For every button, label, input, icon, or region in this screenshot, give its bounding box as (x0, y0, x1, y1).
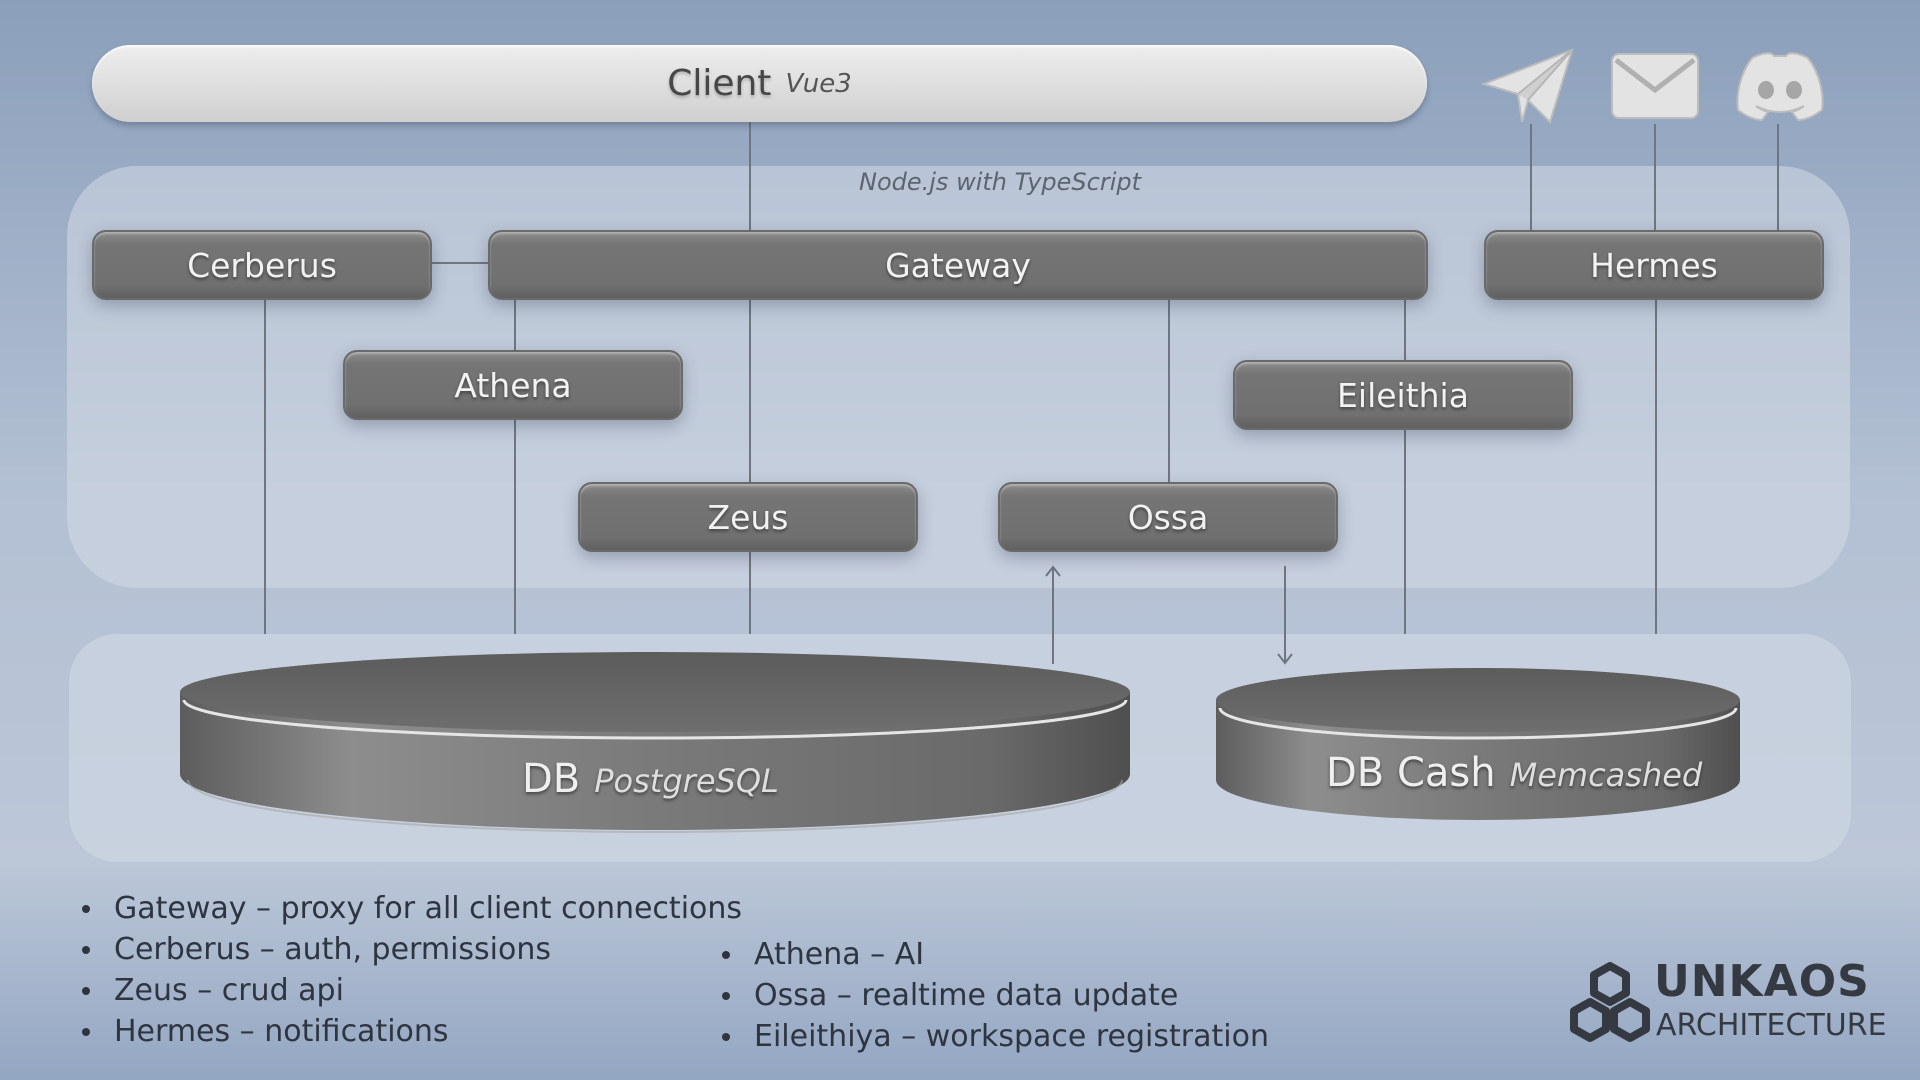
service-cerberus: Cerberus (92, 230, 432, 300)
connector-client-gateway (749, 122, 751, 230)
connector-gateway-ossa (1168, 300, 1170, 482)
connector-cerberus-db (264, 300, 266, 634)
arrow-down-icon (1277, 566, 1293, 665)
service-ossa: Ossa (998, 482, 1338, 552)
db-postgres-name: DB (522, 756, 581, 802)
connector-gateway-zeus (749, 300, 751, 482)
hexagon-logo-icon (1570, 962, 1650, 1042)
connector-zeus-db (749, 552, 751, 634)
arrow-up-icon (1045, 565, 1061, 664)
discord-icon (1736, 52, 1824, 122)
connector-gateway-athena (514, 300, 516, 350)
brand-logo: UNKAOS ARCHITECTURE (1568, 956, 1887, 1046)
service-gateway-label: Gateway (885, 245, 1031, 285)
service-zeus-label: Zeus (707, 497, 789, 537)
connector-hermes-db (1655, 300, 1657, 634)
list-item: Gateway – proxy for all client connectio… (68, 888, 742, 929)
client-bar: Client Vue3 (92, 45, 1427, 122)
list-item: Athena – AI (708, 934, 1269, 975)
connector-gateway-eileithia (1404, 300, 1406, 360)
db-cache-tech: Memcashed (1509, 756, 1703, 794)
service-athena-label: Athena (454, 365, 572, 405)
brand-subtitle: ARCHITECTURE (1656, 1008, 1887, 1043)
mail-icon (1611, 53, 1699, 119)
service-gateway: Gateway (488, 230, 1428, 300)
service-hermes-label: Hermes (1590, 245, 1718, 285)
service-cerberus-label: Cerberus (187, 245, 337, 285)
list-item: Eileithiya – workspace registration (708, 1016, 1269, 1057)
service-hermes: Hermes (1484, 230, 1824, 300)
list-item: Hermes – notifications (68, 1011, 742, 1052)
service-eileithia: Eileithia (1233, 360, 1573, 430)
db-postgres-cylinder (180, 652, 1130, 833)
service-ossa-label: Ossa (1127, 497, 1209, 537)
service-zeus: Zeus (578, 482, 918, 552)
connector-eileithia-db (1404, 430, 1406, 634)
telegram-icon (1480, 48, 1574, 124)
connector-athena-db (514, 420, 516, 634)
runtime-label: Node.js with TypeScript (859, 168, 1141, 196)
service-eileithia-label: Eileithia (1337, 375, 1469, 415)
db-cache-cylinder (1216, 668, 1740, 820)
service-athena: Athena (343, 350, 683, 420)
db-postgres-tech: PostgreSQL (594, 762, 779, 800)
connector-telegram-hermes (1530, 124, 1532, 230)
db-postgres-label: DB PostgreSQL (522, 756, 779, 802)
client-label: Client (667, 63, 772, 104)
list-item: Zeus – crud api (68, 970, 742, 1011)
db-cache-name: DB Cash (1326, 750, 1496, 796)
list-item: Ossa – realtime data update (708, 975, 1269, 1016)
notes-right-list: Athena – AI Ossa – realtime data update … (708, 934, 1269, 1057)
connector-mail-hermes (1654, 124, 1656, 230)
list-item: Cerberus – auth, permissions (68, 929, 742, 970)
db-cache-label: DB Cash Memcashed (1326, 750, 1702, 796)
brand-name: UNKAOS (1654, 956, 1870, 1007)
connector-cerberus-gateway (432, 262, 488, 264)
notes-left-list: Gateway – proxy for all client connectio… (68, 888, 742, 1052)
client-tech: Vue3 (785, 68, 852, 99)
connector-discord-hermes (1777, 124, 1779, 230)
